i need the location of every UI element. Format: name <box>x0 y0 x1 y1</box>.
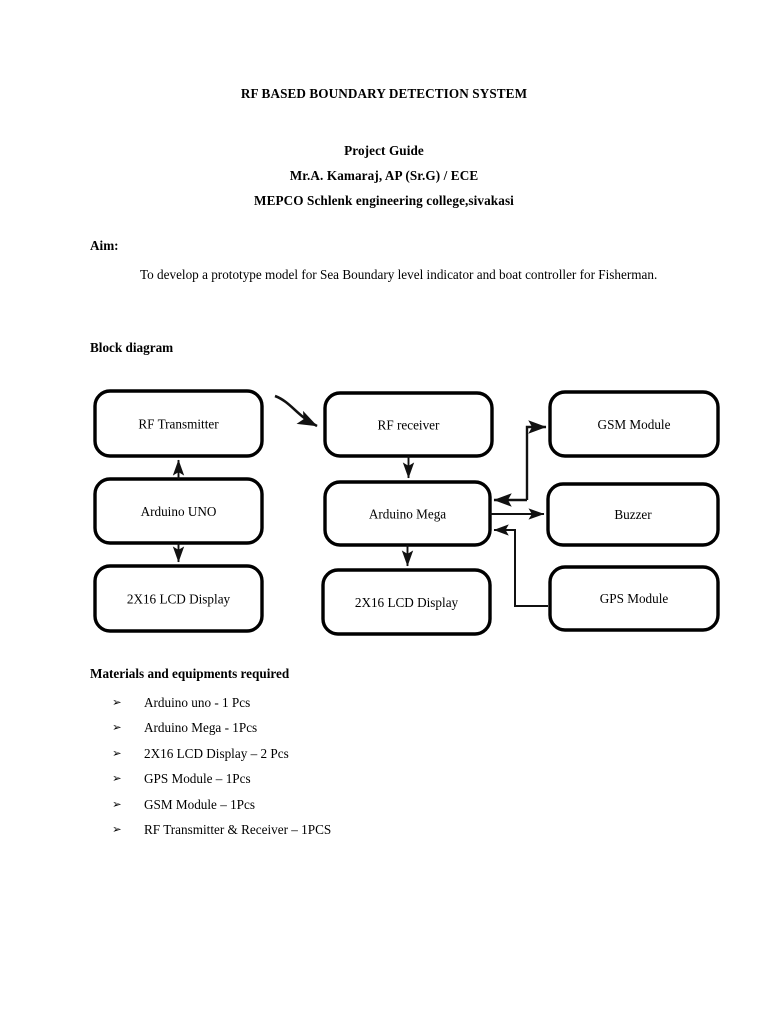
list-item-label: GSM Module – 1Pcs <box>144 796 256 812</box>
project-guide-block: Project Guide Mr.A. Kamaraj, AP (Sr.G) /… <box>0 138 768 213</box>
list-item-label: 2X16 LCD Display – 2 Pcs <box>144 745 289 761</box>
diagram-box-buzzer: Buzzer <box>546 482 720 547</box>
diagram-box-rf-transmitter: RF Transmitter <box>93 389 264 458</box>
arrow-bullet-icon: ➢ <box>112 822 122 837</box>
list-item: ➢ Arduino Mega - 1Pcs <box>112 715 632 740</box>
project-guide-heading: Project Guide <box>344 143 424 158</box>
list-item: ➢ GPS Module – 1Pcs <box>112 766 632 791</box>
diagram-box-rf-receiver-label: RF receiver <box>378 418 440 433</box>
diagram-box-lcd-middle-label: 2X16 LCD Display <box>355 595 459 610</box>
connector-mega-to-gsm <box>525 420 547 500</box>
connector-wireless-curve <box>274 394 318 428</box>
arrow-bullet-icon: ➢ <box>112 771 122 786</box>
diagram-box-lcd-middle: 2X16 LCD Display <box>321 568 492 636</box>
diagram-box-buzzer-label: Buzzer <box>614 507 652 522</box>
diagram-box-arduino-mega-label: Arduino Mega <box>369 507 446 522</box>
diagram-box-gps-module: GPS Module <box>548 565 720 632</box>
materials-list: ➢ Arduino uno - 1 Pcs ➢ Arduino Mega - 1Pcs… <box>112 690 632 842</box>
diagram-box-rf-receiver: RF receiver <box>323 391 494 458</box>
diagram-box-gsm-module-label: GSM Module <box>598 417 671 432</box>
diagram-box-arduino-mega: Arduino Mega <box>323 480 492 547</box>
diagram-box-gps-module-label: GPS Module <box>600 591 669 606</box>
list-item: ➢ Arduino uno - 1 Pcs <box>112 690 632 715</box>
arrow-bullet-icon: ➢ <box>112 796 122 811</box>
list-item: ➢ 2X16 LCD Display – 2 Pcs <box>112 741 632 766</box>
aim-section-label: Aim: <box>90 238 119 253</box>
materials-section-label: Materials and equipments required <box>90 666 290 681</box>
project-guide-name: Mr.A. Kamaraj, AP (Sr.G) / ECE <box>289 168 479 183</box>
diagram-box-gsm-module: GSM Module <box>548 390 720 458</box>
arrow-bullet-icon: ➢ <box>112 745 122 760</box>
page-title: RF BASED BOUNDARY DETECTION SYSTEM <box>240 86 528 101</box>
arrow-bullet-icon: ➢ <box>112 720 122 735</box>
diagram-box-lcd-left-label: 2X16 LCD Display <box>127 592 231 607</box>
list-item-label: Arduino uno - 1 Pcs <box>144 695 251 710</box>
project-guide-institution: MEPCO Schlenk engineering college,sivaka… <box>254 193 514 208</box>
arrow-bullet-icon: ➢ <box>112 695 122 709</box>
diagram-box-arduino-uno-label: Arduino UNO <box>141 504 217 519</box>
list-item-label: RF Transmitter & Receiver – 1PCS <box>144 822 332 838</box>
connector-gps-to-mega <box>493 524 548 607</box>
diagram-box-lcd-left: 2X16 LCD Display <box>93 564 264 633</box>
block-diagram-section-label: Block diagram <box>90 340 174 355</box>
diagram-box-rf-transmitter-label: RF Transmitter <box>138 417 219 432</box>
diagram-box-arduino-uno: Arduino UNO <box>93 477 264 545</box>
aim-section-text: To develop a prototype model for Sea Bou… <box>140 267 658 282</box>
list-item-label: GPS Module – 1Pcs <box>144 771 251 787</box>
list-item: ➢ GSM Module – 1Pcs <box>112 792 632 817</box>
block-diagram: RF Transmitter Arduino UNO 2X16 LCD Disp… <box>85 382 735 647</box>
list-item-label: Arduino Mega - 1Pcs <box>144 720 258 736</box>
list-item: ➢ RF Transmitter & Receiver – 1PCS <box>112 817 632 842</box>
